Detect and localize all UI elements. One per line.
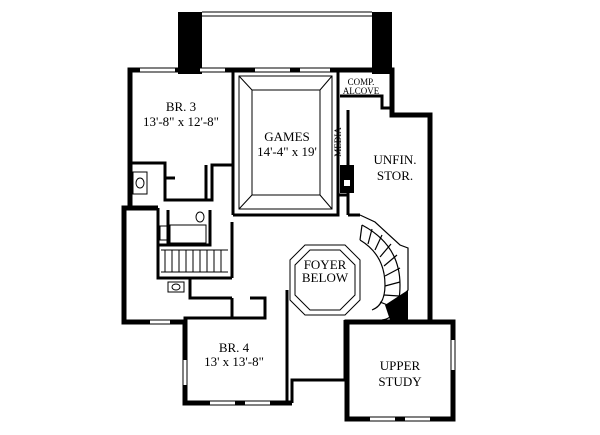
games-tray-ceiling [238,75,333,210]
foyer-octagon [289,244,361,316]
br4-name: BR. 4 [219,340,250,355]
games-dims: 14'-4" x 19' [257,144,317,159]
media-label: MEDIA [333,127,343,157]
stair-landing [385,290,408,320]
upper-study [344,319,456,422]
windows [122,68,330,405]
room-labels: BR. 3 13'-8" x 12'-8" GAMES 14'-4" x 19'… [143,77,422,389]
study-windows [370,340,455,421]
exterior-walls [121,67,433,406]
comp-alcove-line1: COMP. [348,77,375,87]
br3-name: BR. 3 [166,99,196,114]
foyer-line2: BELOW [302,270,349,285]
unfin-stor-line2: STOR. [377,168,413,183]
foyer-line1: FOYER [304,257,347,272]
upper-study-line2: STUDY [378,374,422,389]
balcony [178,11,392,74]
br4-dims: 13' x 13'-8" [204,354,264,369]
stair-treads [161,249,228,273]
comp-alcove-line2: ALCOVE [343,86,380,96]
bath-fixtures [132,171,207,293]
upper-study-line1: UPPER [380,358,421,373]
br3-dims: 13'-8" x 12'-8" [143,114,219,129]
games-name: GAMES [264,129,310,144]
media-unit [340,165,354,193]
unfin-stor-line1: UNFIN. [374,152,417,167]
